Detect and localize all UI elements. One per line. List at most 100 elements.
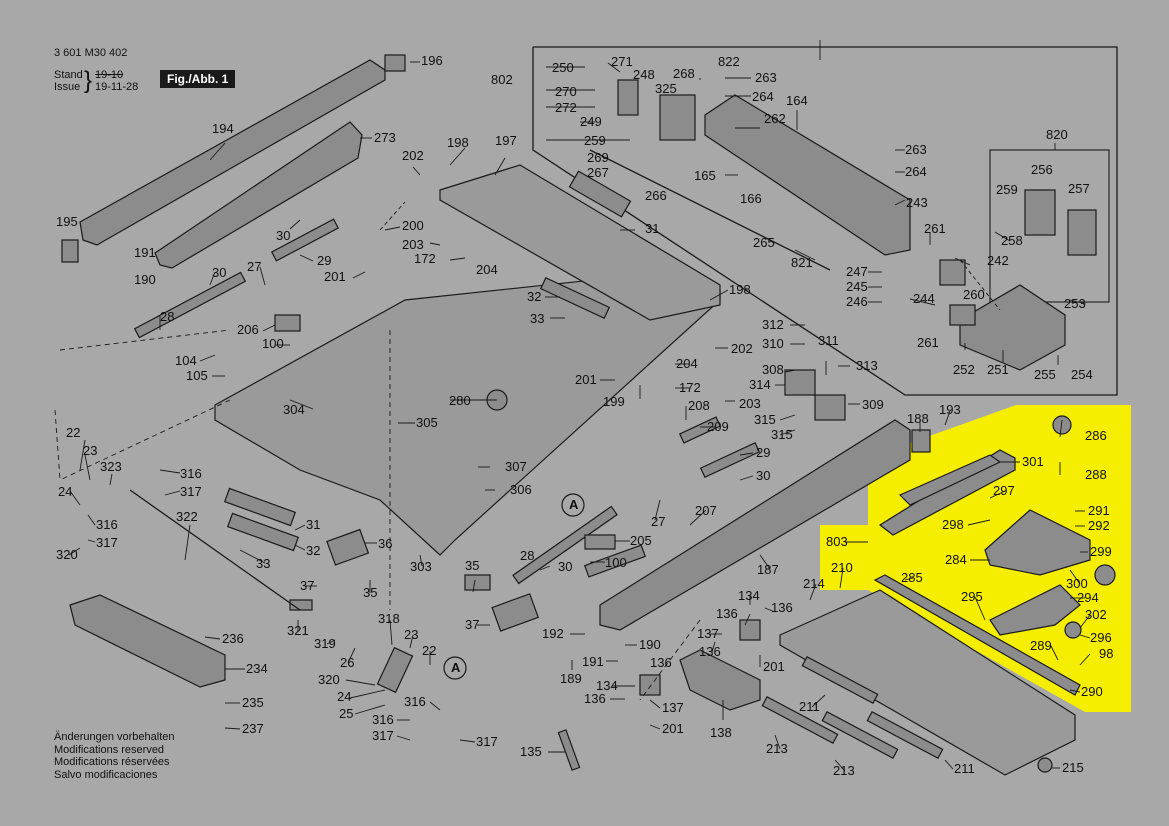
detail-box-820 [989,149,1110,303]
callout-33: 33 [530,311,545,326]
callout-198b: 198 [729,282,751,297]
callout-189: 189 [560,671,582,686]
callout-203b: 203 [739,396,761,411]
callout-207: 207 [695,503,717,518]
callout-303: 303 [410,559,432,574]
callout-323: 323 [100,459,122,474]
callout-301: 301 [1022,454,1044,469]
callout-100b: 100 [605,555,627,570]
callout-29: 29 [317,253,332,268]
part-211a [801,655,879,705]
callout-211c: 211 [954,761,975,776]
callout-192: 192 [542,626,564,641]
callout-261b: 261 [917,335,939,350]
callout-319: 319 [314,636,336,651]
miter-head-284 [984,509,1091,576]
rear-extension-197 [439,164,721,321]
callout-32: 32 [527,289,542,304]
callout-247: 247 [846,264,868,279]
callout-203: 203 [402,237,424,252]
callout-245: 245 [846,279,868,294]
callout-24b: 24 [337,689,352,704]
riving-knife-138 [679,649,761,711]
callout-285: 285 [901,570,923,585]
callout-264b: 264 [905,164,927,179]
callout-35b: 35 [465,558,480,573]
callout-29b: 29 [756,445,771,460]
callout-30b: 30 [212,265,227,280]
callout-138: 138 [710,725,732,740]
callout-26: 26 [340,655,355,670]
part-100 [583,544,647,578]
callout-316d: 316 [404,694,426,709]
callout-199: 199 [603,394,625,409]
callout-136-3: 136 [699,644,721,659]
callout-28b: 28 [520,548,535,563]
callout-264: 264 [752,89,774,104]
leader-lines [54,40,1091,772]
stand-date: 19-10 [95,69,124,81]
part-31 [568,170,632,218]
callout-24: 24 [58,484,73,499]
callout-100: 100 [262,336,284,351]
callout-137: 137 [697,626,719,641]
part-268 [659,94,696,141]
callout-206: 206 [237,322,259,337]
callout-288: 288 [1085,467,1107,482]
callout-317b: 317 [96,535,118,550]
callout-315b: 315 [771,427,793,442]
callout-267: 267 [587,165,609,180]
callout-209: 209 [707,419,729,434]
callout-27: 27 [247,259,262,274]
callout-318: 318 [378,611,400,626]
callout-821: 821 [791,255,813,270]
callout-248: 248 [633,67,655,82]
callout-35: 35 [363,585,378,600]
callout-235: 235 [242,695,264,710]
part-308 [784,369,816,396]
part-205 [584,534,616,550]
callout-98: 98 [1099,646,1114,661]
callout-165: 165 [694,168,716,183]
part-32b [226,512,300,552]
callout-258: 258 [1001,233,1023,248]
callout-134b: 134 [596,678,618,693]
callout-802: 802 [491,72,513,87]
callout-27b: 27 [651,514,666,529]
callout-266: 266 [645,188,667,203]
callout-251: 251 [987,362,1009,377]
callout-28: 28 [160,309,175,324]
part-318 [376,646,414,694]
callout-259b: 259 [996,182,1018,197]
issue-label: Issue [54,81,81,93]
callout-295: 295 [961,589,983,604]
note-fr: Modifications réservées [54,756,170,768]
callout-37b: 37 [465,617,480,632]
callout-269: 269 [587,150,609,165]
callout-190: 190 [134,272,156,287]
callout-259: 259 [584,133,606,148]
callout-30c: 30 [756,468,771,483]
part-213b [821,710,899,760]
detail-box-802 [532,46,1118,396]
callout-252: 252 [953,362,975,377]
part-188 [911,429,931,453]
part-195 [61,239,79,263]
callout-280: 280 [449,393,471,408]
callout-290: 290 [1081,684,1103,699]
part-32 [539,276,611,320]
callout-292: 292 [1088,518,1110,533]
part-35 [464,574,491,591]
callout-136-4: 136 [650,655,672,670]
callout-261: 261 [924,221,946,236]
callout-191b: 191 [582,654,604,669]
part-37 [491,593,540,632]
callout-289: 289 [1030,638,1052,653]
part-260 [939,259,966,286]
miter-bar-285 [873,574,1081,696]
callout-136: 136 [716,606,738,621]
callout-22: 22 [66,425,81,440]
callout-316c: 316 [372,712,394,727]
modification-notes: Änderungen vorbehalten Modifications res… [54,731,174,781]
part-28b [512,505,618,585]
